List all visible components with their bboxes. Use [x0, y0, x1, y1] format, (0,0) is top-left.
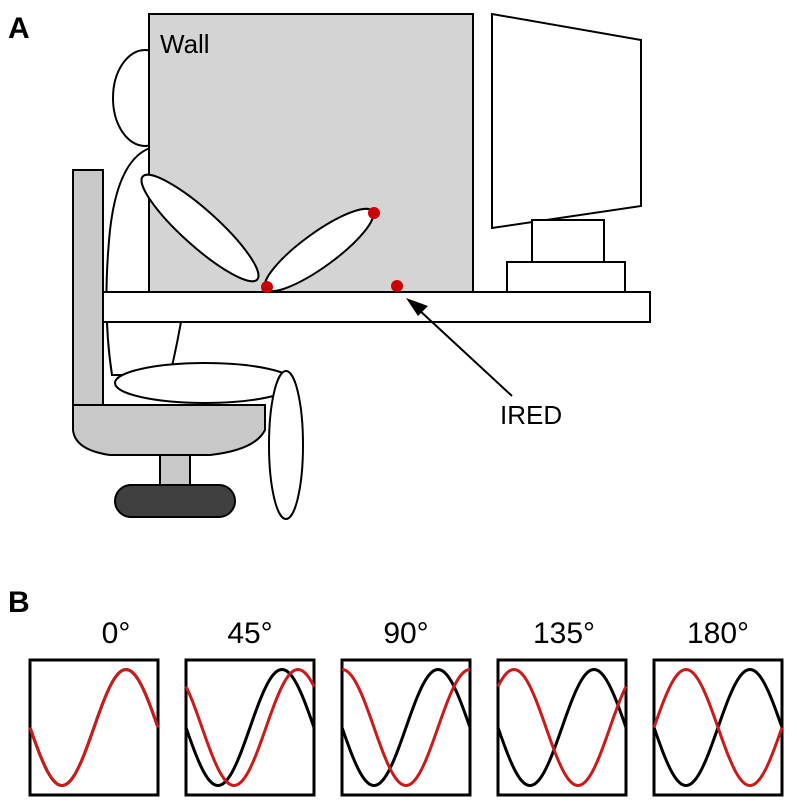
reference-wave-1: [184, 667, 316, 788]
phase-label-0: 0°: [102, 617, 131, 650]
reference-wave-3: [496, 667, 628, 788]
phase-wave-0: [28, 667, 160, 788]
person-thigh: [114, 362, 296, 404]
reference-wave-2: [340, 667, 472, 788]
phase-panels: 0° 45° 90° 135° 180°: [28, 617, 784, 797]
table-top: [102, 291, 651, 323]
monitor-screen: [491, 12, 642, 230]
ired-arrow-head: [406, 298, 428, 316]
seated-person-setup: Wall IRED: [72, 12, 651, 520]
panel-a-letter: A: [8, 12, 30, 45]
chair-seat: [72, 404, 266, 456]
ired-label: IRED: [500, 400, 562, 430]
phase-panel-4: 180°: [652, 617, 784, 797]
phase-label-4: 180°: [687, 617, 749, 650]
phase-panel-3: 135°: [496, 617, 628, 797]
ired-arrow-line: [417, 308, 513, 397]
phase-wave-1: [184, 667, 316, 788]
wall-label: Wall: [160, 29, 210, 59]
phase-panel-1: 45°: [184, 617, 316, 797]
phase-label-2: 90°: [383, 617, 428, 650]
panel-b-letter: B: [8, 586, 30, 619]
phase-label-3: 135°: [533, 617, 595, 650]
monitor-stand: [531, 219, 605, 263]
ired-marker-elbow: [261, 281, 273, 293]
ired-marker-table: [391, 280, 403, 292]
phase-wave-4: [652, 667, 784, 788]
person-upper-arm: [140, 173, 260, 283]
person-lower-leg: [268, 370, 304, 520]
phase-label-1: 45°: [227, 617, 272, 650]
chair-post: [159, 454, 191, 488]
phase-wave-3: [496, 667, 628, 788]
phase-panel-0: 0°: [28, 617, 160, 797]
phase-panel-2: 90°: [340, 617, 472, 797]
phase-wave-2: [341, 668, 471, 788]
monitor-base: [506, 261, 626, 293]
chair-base: [114, 484, 236, 518]
ired-marker-wrist: [368, 207, 380, 219]
chair-back: [72, 169, 104, 416]
